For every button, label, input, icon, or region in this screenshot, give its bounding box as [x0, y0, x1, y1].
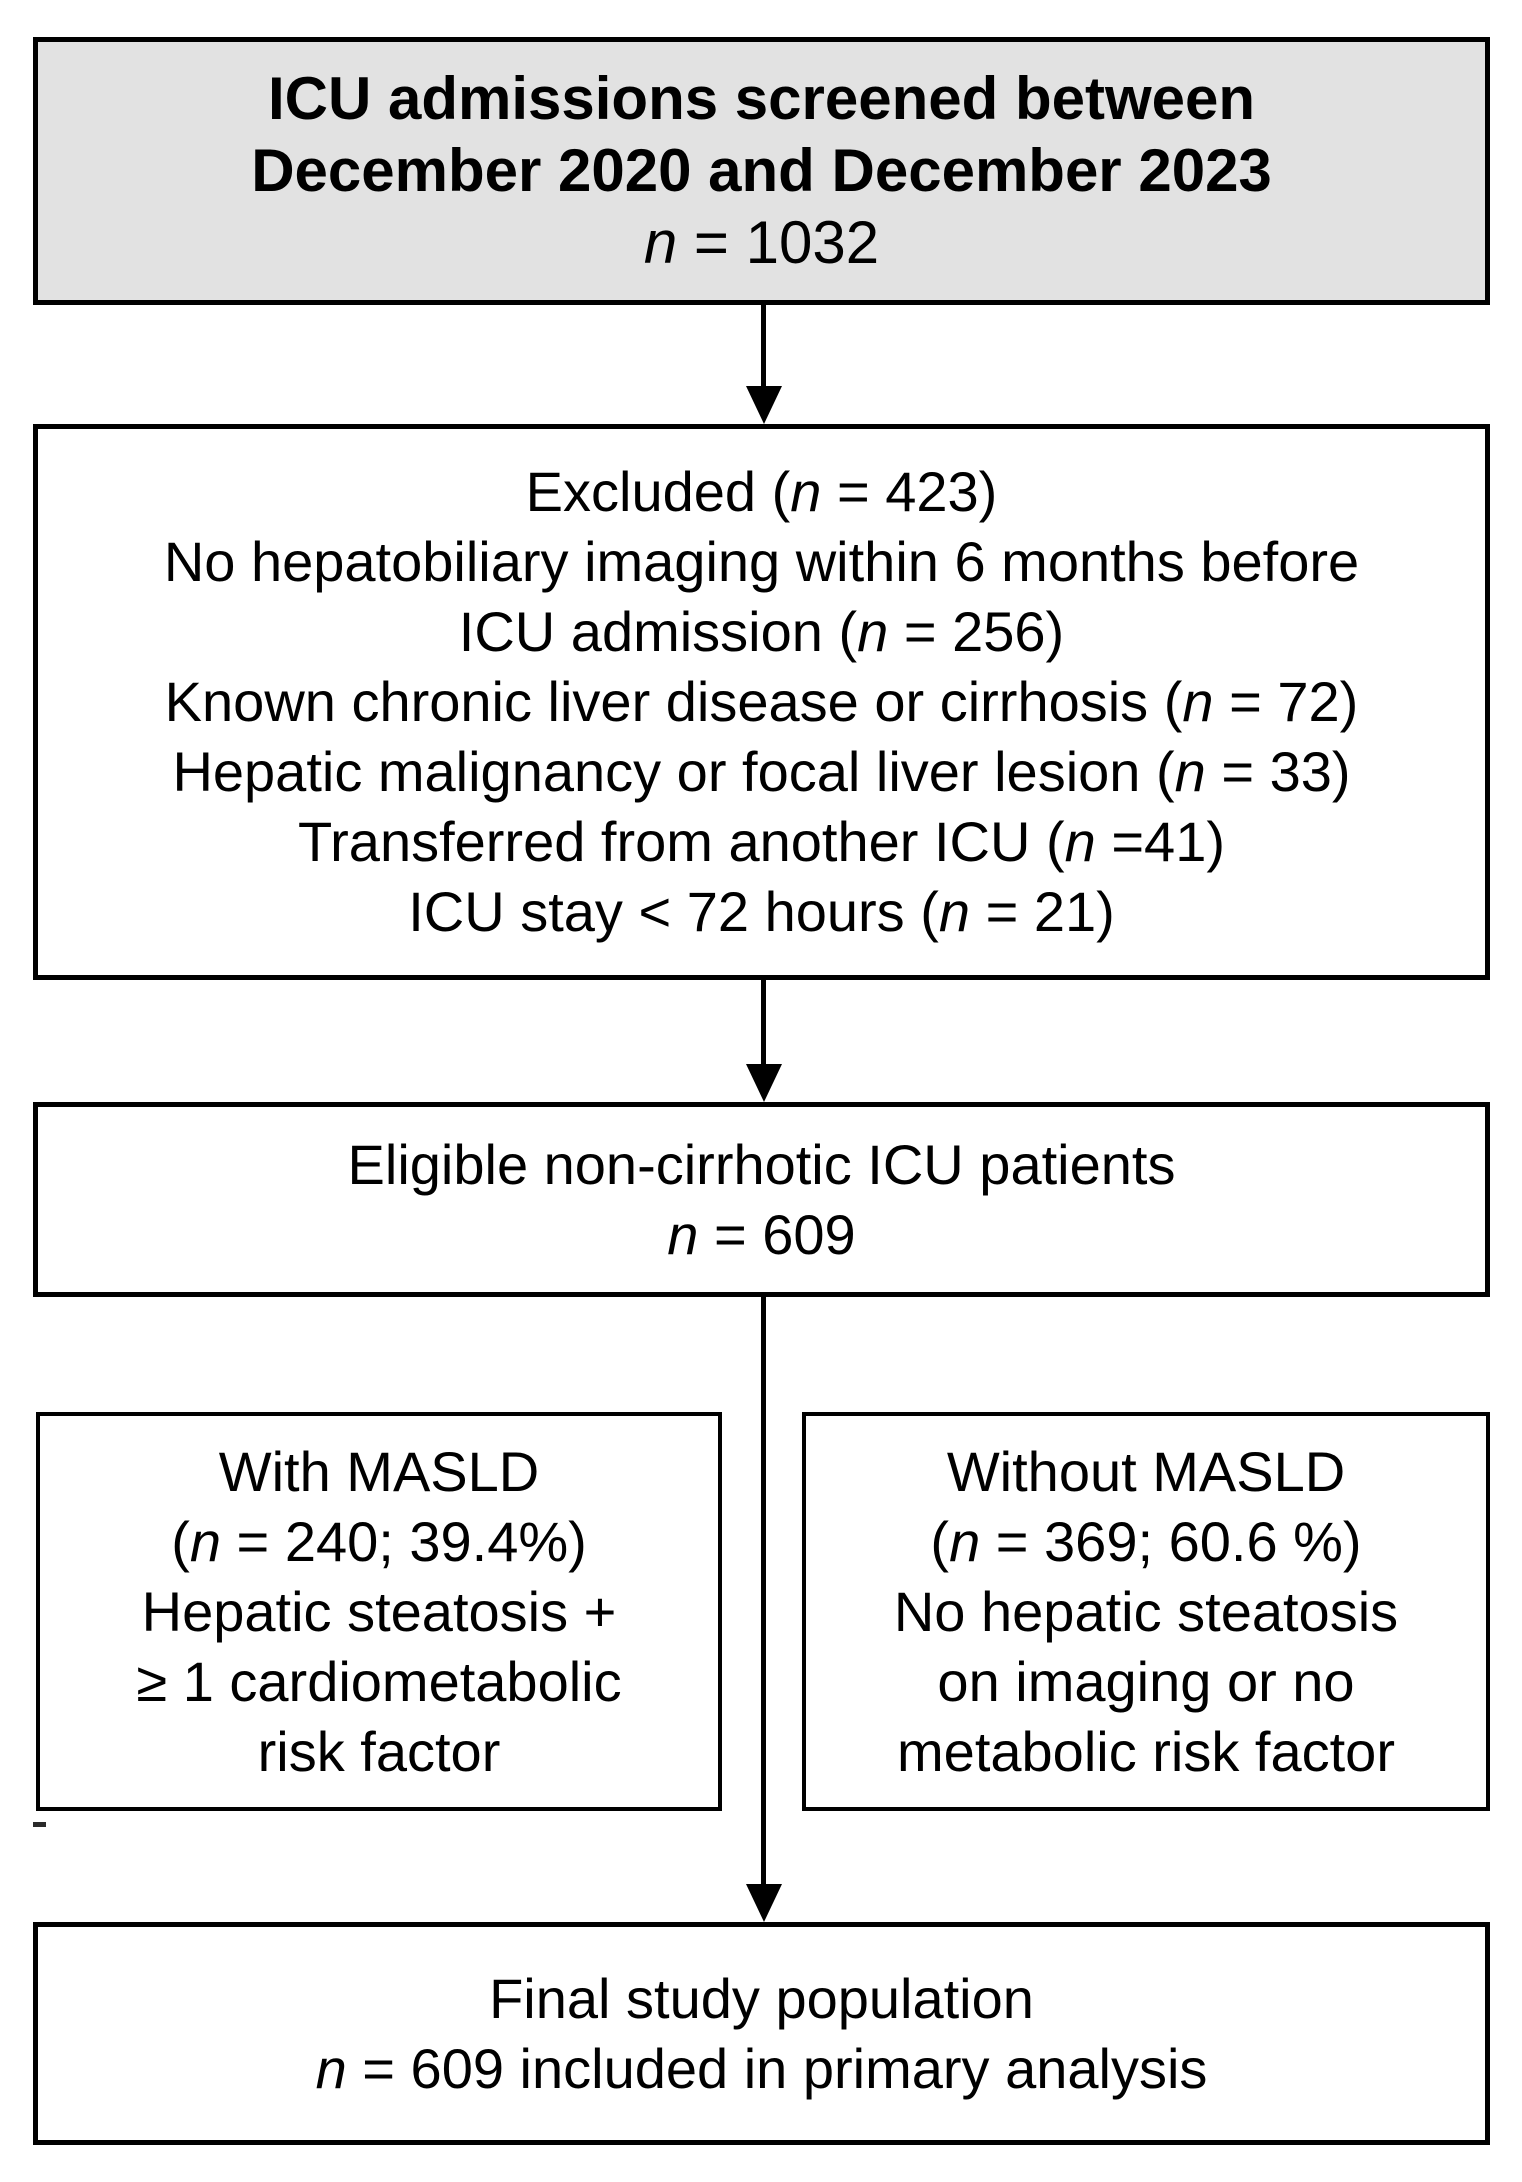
text-line: With MASLD: [218, 1439, 540, 1503]
arrow-line: [761, 1297, 766, 1889]
text-line: Final study population: [489, 1966, 1034, 2030]
text-line: No hepatic steatosis: [893, 1579, 1399, 1643]
text-line: risk factor: [257, 1719, 501, 1783]
text-line: n = 609: [667, 1202, 856, 1266]
text-line: (n = 369; 60.6 %): [930, 1509, 1362, 1573]
arrow-down-icon: [746, 386, 782, 424]
text-line: n = 609 included in primary analysis: [315, 2036, 1208, 2100]
text-line: December 2020 and December 2023: [251, 137, 1272, 204]
text-line: Known chronic liver disease or cirrhosis…: [164, 670, 1359, 733]
text-line: No hepatobiliary imaging within 6 months…: [163, 530, 1360, 593]
text-line: metabolic risk factor: [897, 1719, 1395, 1783]
text-line: n = 1032: [643, 209, 880, 276]
arrow-line: [761, 980, 766, 1070]
excluded-box: Excluded (n = 423) No hepatobiliary imagi…: [33, 424, 1490, 980]
arrow-down-icon: [746, 1884, 782, 1922]
text-line: ICU stay < 72 hours (n = 21): [408, 880, 1115, 943]
text-line: Excluded (n = 423): [525, 460, 998, 523]
text-line: Transferred from another ICU (n =41): [298, 810, 1225, 873]
stray-mark: [33, 1822, 46, 1827]
without-masld-box: Without MASLD(n = 369; 60.6 %)No hepatic…: [802, 1412, 1490, 1811]
arrow-down-icon: [746, 1064, 782, 1102]
with-masld-box: With MASLD(n = 240; 39.4%)Hepatic steato…: [36, 1412, 722, 1811]
arrow-line: [761, 305, 766, 390]
text-line: Hepatic malignancy or focal liver lesion…: [172, 740, 1351, 803]
text-line: (n = 240; 39.4%): [171, 1509, 587, 1573]
text-line: Eligible non-cirrhotic ICU patients: [347, 1132, 1176, 1196]
text-line: ≥ 1 cardiometabolic: [136, 1649, 622, 1713]
text-line: ICU admission (n = 256): [458, 600, 1065, 663]
text-line: Hepatic steatosis +: [141, 1579, 617, 1643]
text-line: Without MASLD: [946, 1439, 1346, 1503]
text-line: on imaging or no: [937, 1649, 1355, 1713]
text-line: ICU admissions screened between: [267, 65, 1255, 132]
